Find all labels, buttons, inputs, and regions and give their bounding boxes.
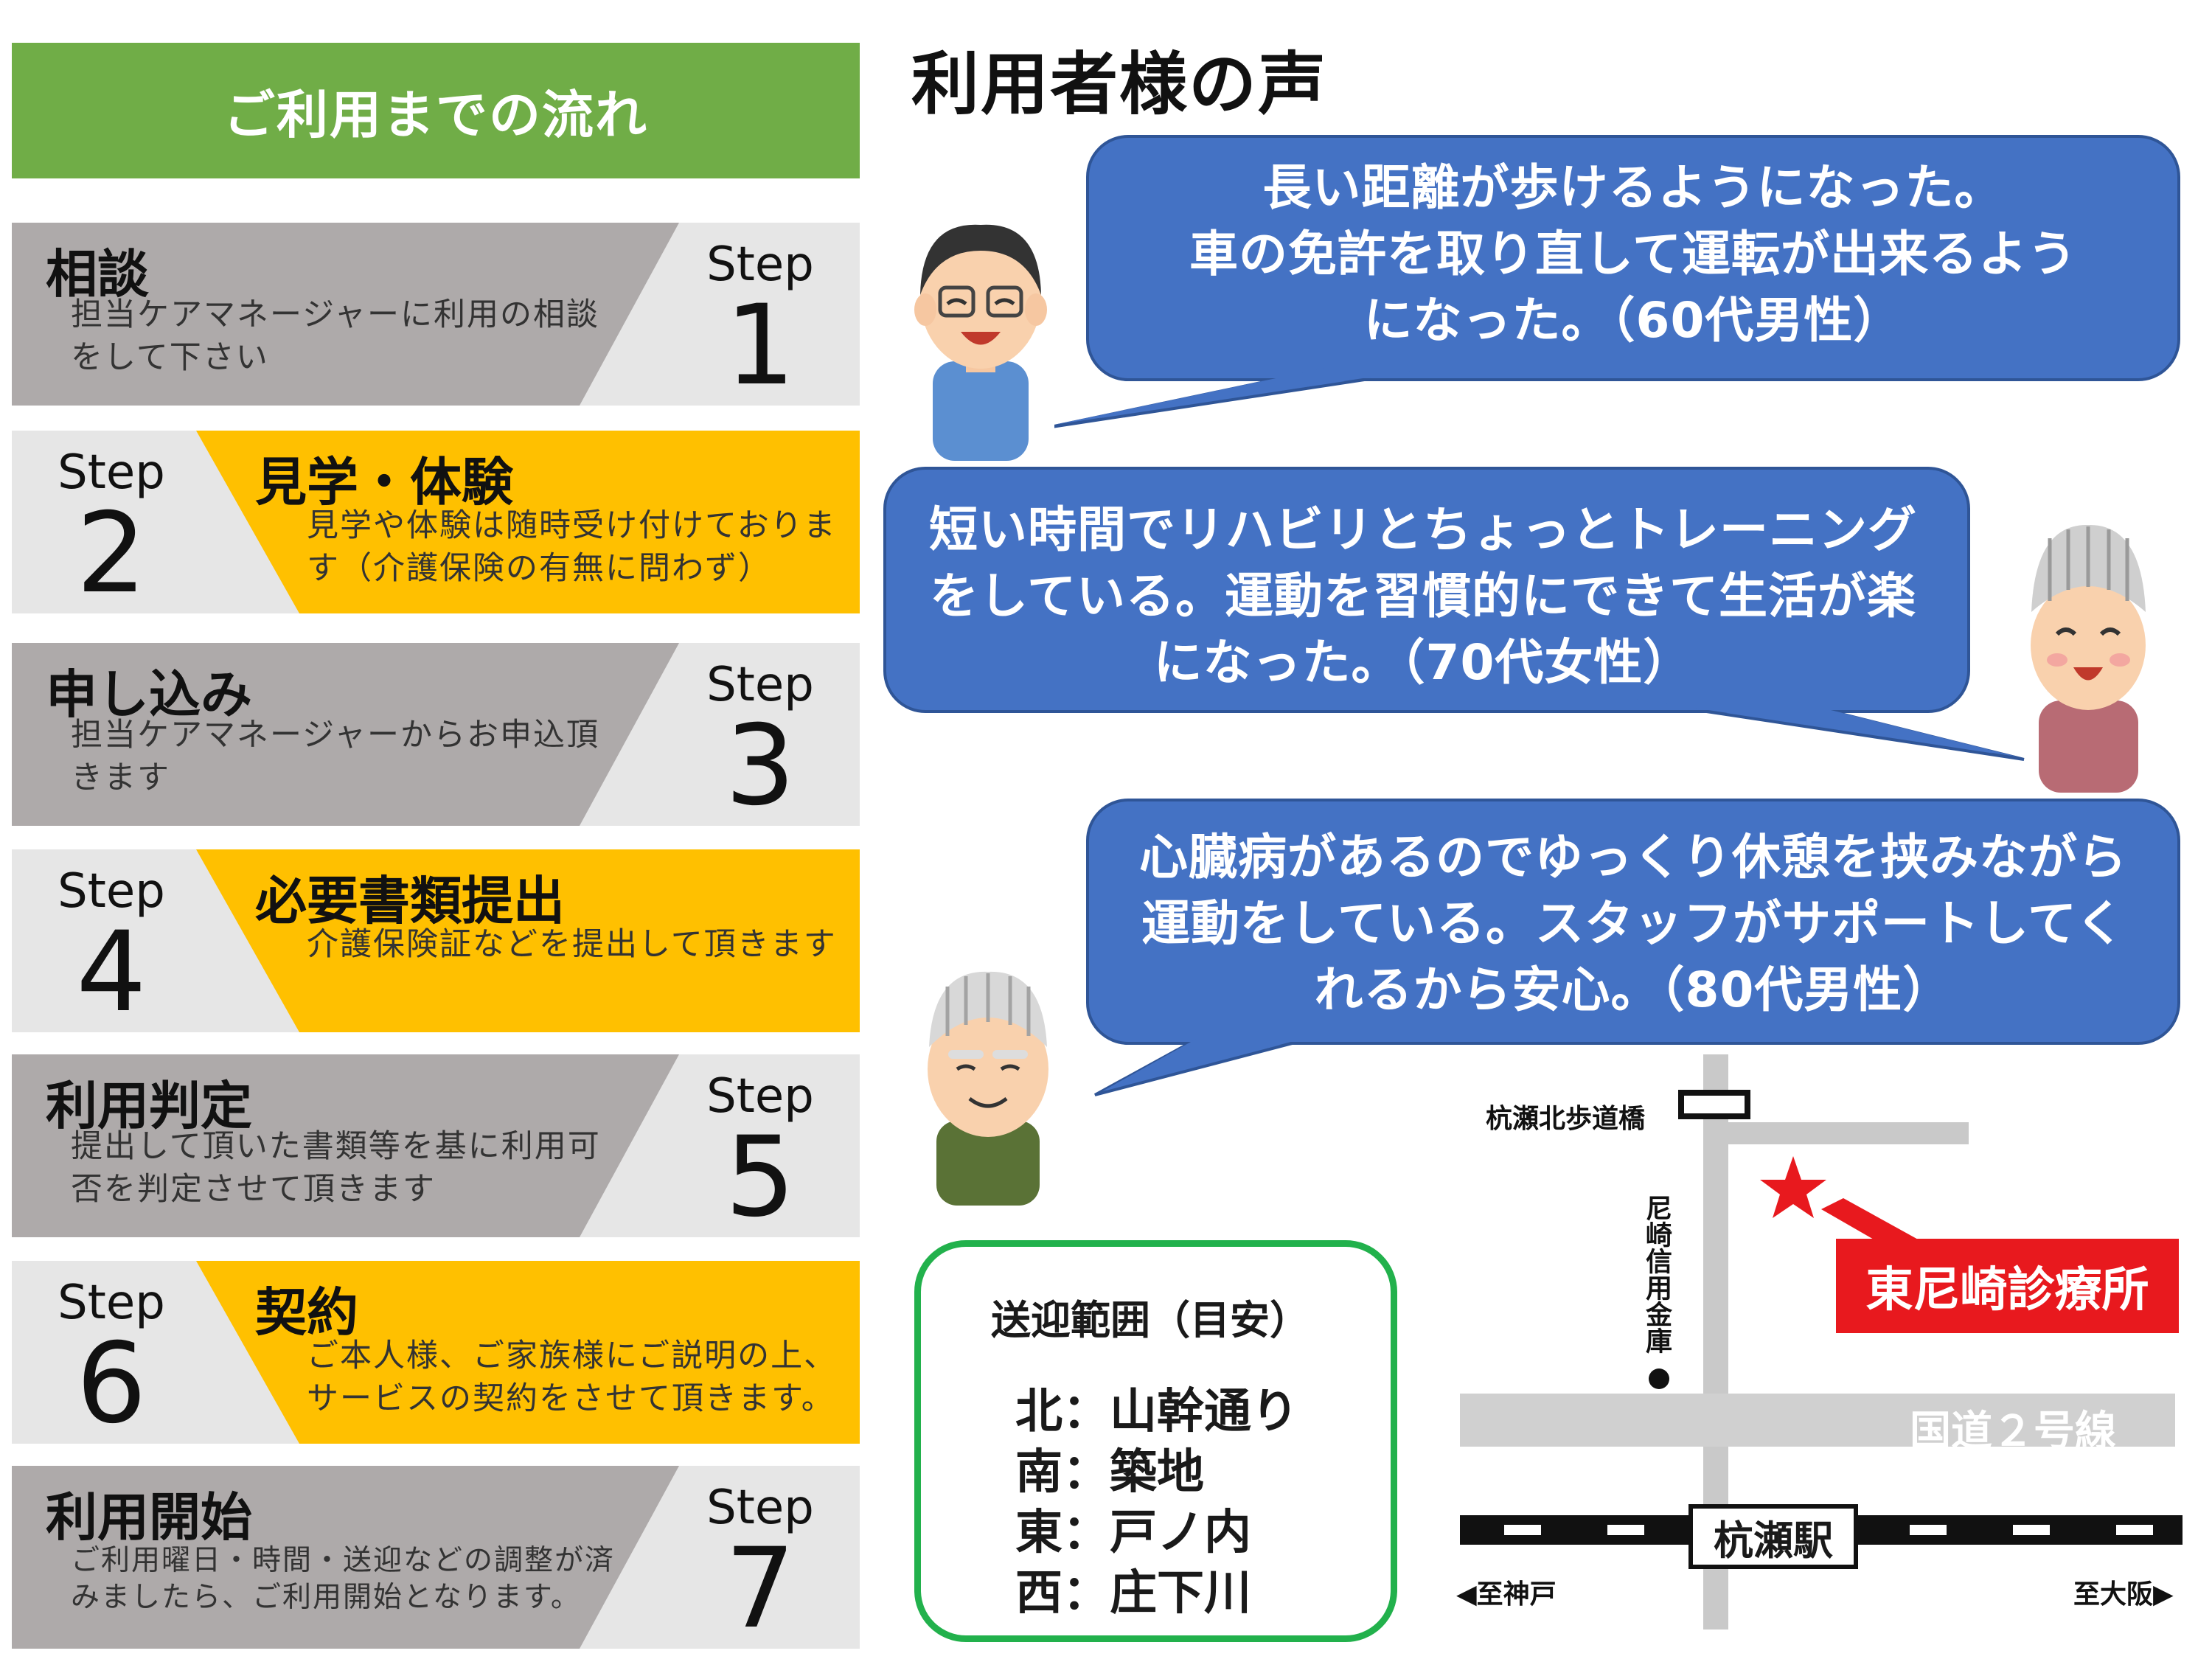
pickup-range-list: 北：山幹通り 南：築地 東：戸ノ内 西：庄下川 <box>1015 1382 1298 1624</box>
step-6-shape <box>196 1261 860 1444</box>
step-4-number: 4 <box>76 908 147 1037</box>
pickup-range-box: 送迎範囲（目安） 北：山幹通り 南：築地 東：戸ノ内 西：庄下川 <box>914 1240 1397 1642</box>
step-3-label: Step <box>706 658 814 712</box>
step-4-title: 必要書類提出 <box>255 871 565 931</box>
speech-bubble-3 <box>1086 799 2180 1096</box>
step-2: 見学・体験 見学や体験は随時受け付けております（介護保険の有無に問わず） Ste… <box>12 431 860 613</box>
flow-header: ご利用までの流れ <box>12 43 860 178</box>
step-4-desc: 介護保険証などを提出して頂きます <box>307 926 837 963</box>
step-6-title: 契約 <box>255 1282 358 1343</box>
step-5-shape <box>12 1054 679 1237</box>
speech-bubble-2 <box>883 467 2025 761</box>
range-south: 南：築地 <box>1015 1445 1204 1500</box>
to-osaka-label: 至大阪▶ <box>2073 1579 2174 1610</box>
station-label: 杭瀬駅 <box>1688 1504 1858 1569</box>
step-5-title: 利用判定 <box>46 1076 252 1136</box>
step-1-shape <box>12 223 679 406</box>
voice-1-line-3: になった。（60代男性） <box>1363 292 1903 349</box>
step-2-desc: 見学や体験は随時受け付けております（介護保険の有無に問わず） <box>307 507 837 587</box>
step-1: 相談 担当ケアマネージャーに利用の相談をして下さい Step 1 <box>12 223 860 406</box>
step-3-title: 申し込み <box>46 664 252 725</box>
step-2-shape <box>196 431 860 613</box>
voice-3-text: 心臓病があるのでゆっくり休憩を挟みながら 運動をしている。スタッフがサポートして… <box>1091 824 2175 1023</box>
voice-3-line-1: 心臓病があるのでゆっくり休憩を挟みながら <box>1139 829 2127 886</box>
step-2-number: 2 <box>76 490 147 618</box>
voice-2-line-1: 短い時間でリハビリとちょっとトレーニング <box>929 501 1917 558</box>
voice-1-text: 長い距離が歩けるようになった。 車の免許を取り直して運転が出来るよう になった。… <box>1091 155 2175 354</box>
voices-title: 利用者様の声 <box>911 45 1328 124</box>
step-5-label: Step <box>706 1069 814 1124</box>
old-man-avatar <box>928 971 1048 1206</box>
step-1-number: 1 <box>725 282 796 410</box>
step-7-shape <box>12 1466 679 1649</box>
pickup-range-title: 送迎範囲（目安） <box>991 1297 1310 1343</box>
voice-1-line-1: 長い距離が歩けるようになった。 <box>1262 159 2004 216</box>
step-5: 利用判定 提出して頂いた書類等を基に利用可否を判定させて頂きます Step 5 <box>12 1054 860 1237</box>
step-4-shape <box>196 849 860 1032</box>
step-5-desc: 提出して頂いた書類等を基に利用可否を判定させて頂きます <box>71 1128 601 1208</box>
route-2-label: 国道２号線 <box>1910 1408 2116 1455</box>
voice-3-line-2: 運動をしている。スタッフがサポートしてく <box>1141 895 2126 952</box>
step-1-label: Step <box>706 237 814 292</box>
bank-label: 尼崎信用金庫 <box>1641 1194 1672 1354</box>
step-3-shape <box>12 643 679 826</box>
step-6-number: 6 <box>76 1320 147 1448</box>
range-west: 西：庄下川 <box>1015 1566 1251 1621</box>
voice-2-text: 短い時間でリハビリとちょっとトレーニング をしている。運動を習慣的にできて生活が… <box>885 497 1961 696</box>
range-east: 東：戸ノ内 <box>1015 1506 1251 1560</box>
step-6-label: Step <box>58 1276 165 1330</box>
voice-2-line-3: になった。（70代女性） <box>1153 634 1693 691</box>
step-2-label: Step <box>58 445 165 500</box>
step-7-label: Step <box>706 1481 814 1535</box>
step-3: 申し込み 担当ケアマネージャーからお申込頂きます Step 3 <box>12 643 860 826</box>
step-7-title: 利用開始 <box>46 1487 252 1548</box>
step-7-desc: ご利用曜日・時間・送迎などの調整が済みましたら、ご利用開始となります。 <box>71 1544 616 1614</box>
voice-3-line-3: れるから安心。（80代男性） <box>1314 961 1952 1018</box>
step-5-number: 5 <box>725 1113 796 1242</box>
speech-bubble-1 <box>1054 135 2180 428</box>
step-3-desc: 担当ケアマネージャーからお申込頂きます <box>71 717 599 796</box>
step-7: 利用開始 ご利用曜日・時間・送迎などの調整が済みましたら、ご利用開始となります。… <box>12 1466 860 1649</box>
step-3-number: 3 <box>725 702 796 830</box>
voice-2-line-2: をしている。運動を習慣的にできて生活が楽 <box>929 568 1917 625</box>
to-kobe-label: ◀至神戸 <box>1456 1579 1557 1610</box>
step-4-label: Step <box>58 864 165 919</box>
step-4: 必要書類提出 介護保険証などを提出して頂きます Step 4 <box>12 849 860 1032</box>
step-7-number: 7 <box>725 1525 796 1653</box>
elderly-woman-avatar <box>2031 524 2146 793</box>
step-1-desc: 担当ケアマネージャーに利用の相談をして下さい <box>71 296 599 376</box>
clinic-label: 東尼崎診療所 <box>1836 1239 2179 1333</box>
step-1-title: 相談 <box>46 244 149 305</box>
step-2-title: 見学・体験 <box>255 452 513 512</box>
range-north: 北：山幹通り <box>1015 1385 1298 1439</box>
bridge-label: 杭瀬北歩道橋 <box>1486 1104 1646 1134</box>
step-6-desc: ご本人様、ご家族様にご説明の上、サービスの契約をさせて頂きます。 <box>307 1338 838 1417</box>
voice-1-line-2: 車の免許を取り直して運転が出来るよう <box>1189 226 2078 282</box>
elderly-man-avatar <box>914 224 1047 461</box>
step-6: 契約 ご本人様、ご家族様にご説明の上、サービスの契約をさせて頂きます。 Step… <box>12 1261 860 1444</box>
